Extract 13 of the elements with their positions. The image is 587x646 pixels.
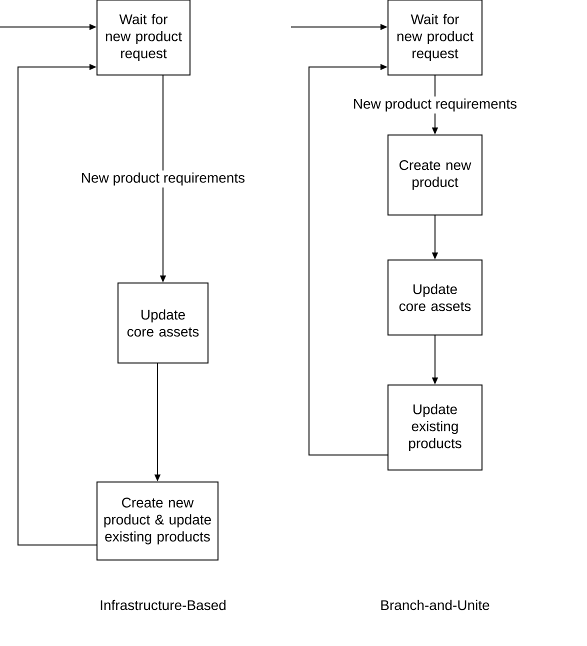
process-box: Wait for new product request bbox=[96, 0, 190, 76]
caption: Branch-and-Unite bbox=[381, 600, 490, 610]
arrow bbox=[308, 64, 388, 456]
process-box: Update core assets bbox=[388, 260, 482, 336]
arrow bbox=[18, 64, 97, 546]
process-box: Update core assets bbox=[118, 282, 208, 364]
caption: Infrastructure-Based bbox=[100, 600, 226, 610]
process-box: Create new product & update existing products bbox=[96, 482, 218, 560]
process-box: Wait for new product request bbox=[388, 0, 482, 76]
edge-label: New product requirements bbox=[82, 172, 245, 186]
process-box: Update existing products bbox=[388, 384, 482, 470]
process-box: Create new product bbox=[388, 134, 482, 216]
edge-label: New product requirements bbox=[354, 98, 517, 112]
